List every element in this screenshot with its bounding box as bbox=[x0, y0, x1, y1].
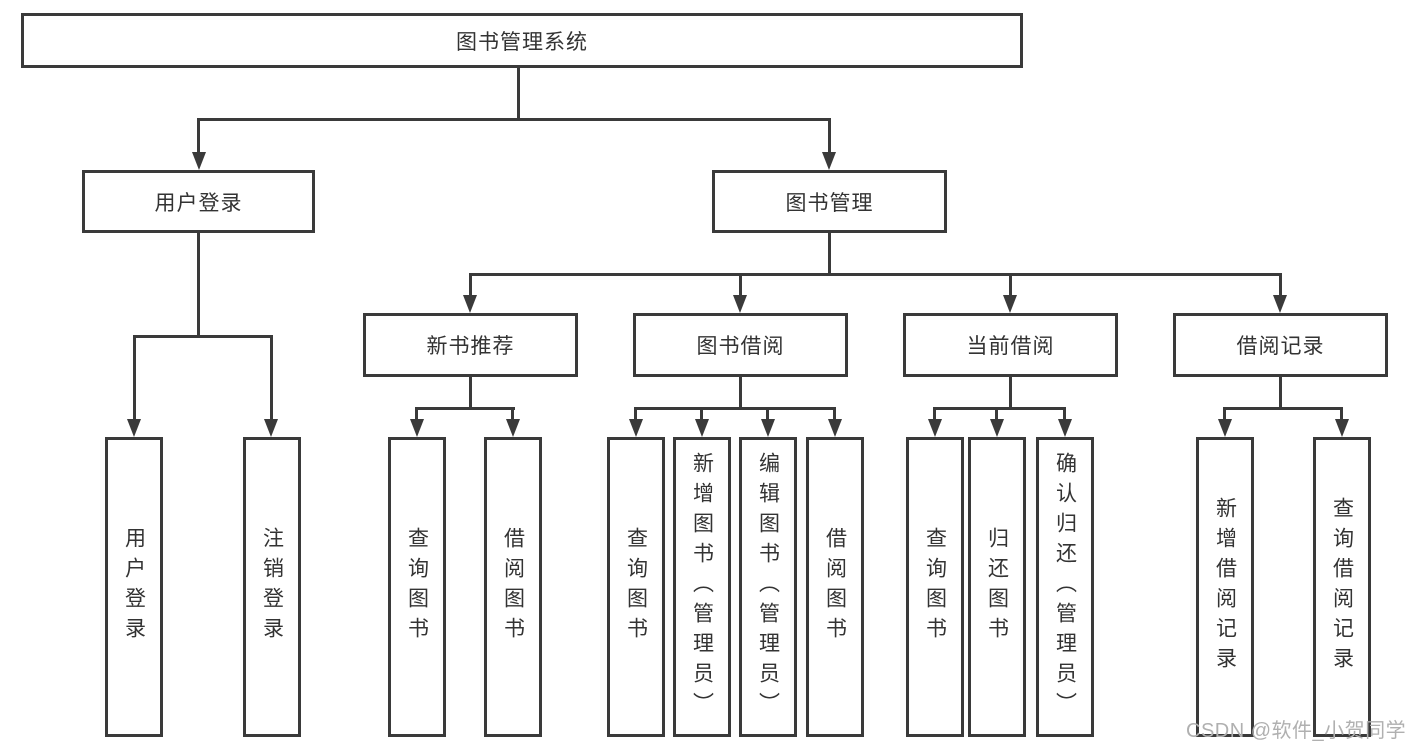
arrowhead-icon bbox=[1335, 419, 1349, 437]
arrowhead-icon bbox=[761, 419, 775, 437]
node-user-login-label: 用户登录 bbox=[154, 191, 243, 215]
connector-line bbox=[995, 407, 998, 421]
node-new-book-recommend-label: 新书推荐 bbox=[426, 335, 515, 358]
arrowhead-icon bbox=[1218, 419, 1232, 437]
connector-line bbox=[1223, 407, 1343, 410]
leaf-edit-books-admin: 编辑图书（管理员） bbox=[739, 437, 797, 737]
node-borrow-records: 借阅记录 bbox=[1173, 313, 1388, 377]
connector-line bbox=[739, 273, 742, 297]
leaf-borrow-query-books-label: 查询图书 bbox=[624, 527, 648, 647]
connector-line bbox=[634, 407, 836, 410]
leaf-confirm-return-admin-label: 确认归还（管理员） bbox=[1053, 452, 1077, 722]
arrowhead-icon bbox=[733, 295, 747, 313]
leaf-borrow-query-books: 查询图书 bbox=[607, 437, 665, 737]
leaf-return-books: 归还图书 bbox=[968, 437, 1026, 737]
connector-line bbox=[517, 68, 520, 118]
arrowhead-icon bbox=[463, 295, 477, 313]
leaf-edit-books-admin-label: 编辑图书（管理员） bbox=[756, 452, 780, 722]
connector-line bbox=[1279, 273, 1282, 297]
leaf-add-borrow-record-label: 新增借阅记录 bbox=[1213, 497, 1237, 677]
connector-line bbox=[1223, 407, 1226, 421]
connector-line bbox=[469, 273, 1282, 276]
arrowhead-icon bbox=[695, 419, 709, 437]
leaf-current-query-books: 查询图书 bbox=[906, 437, 964, 737]
connector-line bbox=[833, 407, 836, 421]
leaf-recommend-borrow-books: 借阅图书 bbox=[484, 437, 542, 737]
csdn-watermark: CSDN @软件_小贺同学 bbox=[1186, 720, 1405, 742]
arrowhead-icon bbox=[506, 419, 520, 437]
node-book-borrow: 图书借阅 bbox=[633, 313, 848, 377]
arrowhead-icon bbox=[127, 419, 141, 437]
connector-line bbox=[197, 233, 200, 335]
leaf-return-books-label: 归还图书 bbox=[985, 527, 1009, 647]
connector-line bbox=[828, 118, 831, 154]
leaf-current-query-books-label: 查询图书 bbox=[923, 527, 947, 647]
leaf-recommend-query-books: 查询图书 bbox=[388, 437, 446, 737]
connector-line bbox=[469, 377, 472, 407]
node-new-book-recommend: 新书推荐 bbox=[363, 313, 578, 377]
leaf-user-login: 用户登录 bbox=[105, 437, 163, 737]
connector-line bbox=[197, 118, 831, 121]
node-current-borrow-label: 当前借阅 bbox=[966, 335, 1055, 358]
leaf-confirm-return-admin: 确认归还（管理员） bbox=[1036, 437, 1094, 737]
node-current-borrow: 当前借阅 bbox=[903, 313, 1118, 377]
leaf-query-borrow-record-label: 查询借阅记录 bbox=[1330, 497, 1354, 677]
leaf-query-borrow-record: 查询借阅记录 bbox=[1313, 437, 1371, 737]
leaf-borrow-books-label: 借阅图书 bbox=[823, 527, 847, 647]
connector-line bbox=[511, 407, 514, 421]
leaf-add-books-admin-label: 新增图书（管理员） bbox=[690, 452, 714, 722]
connector-line bbox=[1063, 407, 1066, 421]
leaf-add-books-admin: 新增图书（管理员） bbox=[673, 437, 731, 737]
connector-line bbox=[700, 407, 703, 421]
connector-line bbox=[766, 407, 769, 421]
arrowhead-icon bbox=[1058, 419, 1072, 437]
connector-line bbox=[415, 407, 418, 421]
arrowhead-icon bbox=[1003, 295, 1017, 313]
node-user-login: 用户登录 bbox=[82, 170, 315, 233]
connector-line bbox=[133, 335, 136, 421]
leaf-recommend-borrow-books-label: 借阅图书 bbox=[501, 527, 525, 647]
node-book-borrow-label: 图书借阅 bbox=[696, 335, 785, 358]
leaf-recommend-query-books-label: 查询图书 bbox=[405, 527, 429, 647]
leaf-user-login-label: 用户登录 bbox=[122, 527, 146, 647]
arrowhead-icon bbox=[822, 152, 836, 170]
arrowhead-icon bbox=[928, 419, 942, 437]
node-book-management-label: 图书管理 bbox=[785, 191, 874, 215]
connector-line bbox=[415, 407, 515, 410]
node-root: 图书管理系统 bbox=[21, 13, 1023, 68]
arrowhead-icon bbox=[410, 419, 424, 437]
leaf-borrow-books: 借阅图书 bbox=[806, 437, 864, 737]
leaf-logout-label: 注销登录 bbox=[260, 527, 284, 647]
connector-line bbox=[469, 273, 472, 297]
node-book-management: 图书管理 bbox=[712, 170, 947, 233]
connector-line bbox=[197, 118, 200, 154]
connector-line bbox=[739, 377, 742, 407]
arrowhead-icon bbox=[264, 419, 278, 437]
connector-line bbox=[1279, 377, 1282, 407]
connector-line bbox=[634, 407, 637, 421]
node-root-label: 图书管理系统 bbox=[456, 30, 588, 54]
arrowhead-icon bbox=[192, 152, 206, 170]
connector-line bbox=[828, 233, 831, 273]
node-borrow-records-label: 借阅记录 bbox=[1236, 335, 1325, 358]
arrowhead-icon bbox=[990, 419, 1004, 437]
arrowhead-icon bbox=[828, 419, 842, 437]
arrowhead-icon bbox=[1273, 295, 1287, 313]
connector-line bbox=[1009, 377, 1012, 407]
connector-line bbox=[933, 407, 1066, 410]
connector-line bbox=[933, 407, 936, 421]
leaf-add-borrow-record: 新增借阅记录 bbox=[1196, 437, 1254, 737]
connector-line bbox=[133, 335, 273, 338]
connector-line bbox=[1009, 273, 1012, 297]
arrowhead-icon bbox=[629, 419, 643, 437]
leaf-logout: 注销登录 bbox=[243, 437, 301, 737]
connector-line bbox=[270, 335, 273, 421]
connector-line bbox=[1340, 407, 1343, 421]
